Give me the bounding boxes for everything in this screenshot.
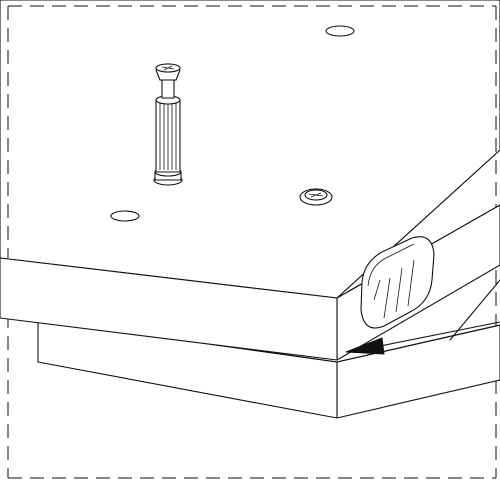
pin-hole-lower	[110, 210, 140, 222]
edge-bumper	[360, 236, 435, 329]
pin-hole	[325, 25, 355, 37]
dowel-pin	[153, 63, 183, 186]
pointer-arrow	[345, 279, 500, 355]
cam-lock-fitting	[299, 188, 333, 206]
upper-panel	[0, 0, 500, 361]
detail-boundary-overlay	[7, 5, 497, 258]
lower-panel	[37, 319, 500, 419]
